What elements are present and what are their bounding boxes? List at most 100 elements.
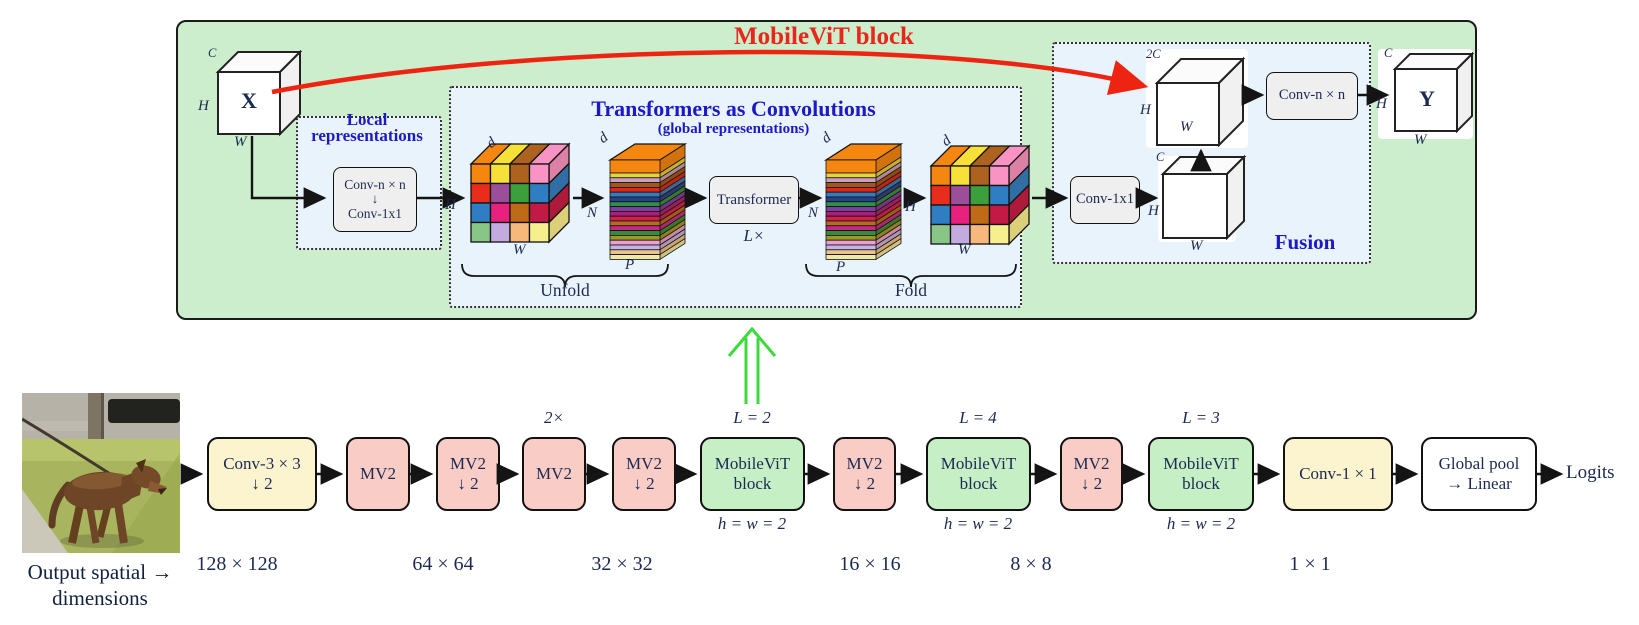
unfolded-patch-stack — [602, 134, 692, 269]
pipeline-block-mobilevit-2: MobileViT block — [926, 437, 1031, 511]
block-label: MobileViT — [1163, 453, 1239, 473]
y-width-label: W — [1414, 132, 1427, 148]
hw-annotation-2: h = w = 2 — [943, 514, 1013, 533]
fusion-c-height-label: H — [1148, 203, 1159, 219]
block-label: ↓ 2 — [633, 474, 655, 493]
input-tensor-cube — [215, 50, 302, 137]
fusion-2c-height-label: H — [1140, 102, 1151, 118]
pipeline-block-mv2-5: MV2 ↓ 2 — [833, 437, 896, 511]
pipeline-block-mv2-1: MV2 — [346, 437, 410, 511]
dog-photo — [21, 393, 180, 553]
repeat-2x-annotation: 2× — [544, 408, 564, 427]
block-label: MV2 — [626, 453, 662, 473]
local-heading-line2: representations — [311, 126, 423, 145]
pipeline-block-mv2-6: MV2 ↓ 2 — [1060, 437, 1123, 511]
block-label: Conv-1 × 1 — [1299, 463, 1377, 483]
pipeline-block-mobilevit-1: MobileViT block — [700, 437, 805, 511]
block-label: block — [959, 474, 998, 493]
leash — [21, 417, 119, 481]
dim-1: 1 × 1 — [1289, 553, 1331, 575]
block-label: MV2 — [536, 463, 572, 483]
block-label: Conv-3 × 3 — [223, 453, 301, 473]
pipeline-block-conv3x3: Conv-3 × 3 ↓ 2 — [207, 437, 317, 511]
transformer-repeat-label: L× — [743, 226, 765, 245]
transformer-box: Transformer — [709, 176, 799, 224]
block-label: ↓ 2 — [853, 474, 876, 493]
global-representations-heading: Transformers as Convolutions — [591, 96, 876, 121]
fusion-c-cube — [1160, 154, 1247, 240]
block-label: → Linear — [1446, 474, 1512, 493]
fusion-heading: Fusion — [1274, 230, 1336, 254]
hw-annotation-3: h = w = 2 — [1166, 514, 1236, 533]
stack1-p-label: P — [625, 257, 635, 273]
fusion-2c-cube — [1154, 56, 1246, 147]
dim-64: 64 × 64 — [412, 553, 474, 575]
fusion-conv-1x1-box: Conv-1x1 — [1070, 176, 1140, 224]
output-tensor-name: Y — [1419, 86, 1435, 111]
dim-32: 32 × 32 — [591, 553, 653, 575]
logits-label: Logits — [1566, 462, 1615, 483]
input-tensor-name: X — [241, 88, 257, 113]
cube2-height-label: H — [905, 199, 916, 215]
y-height-label: H — [1376, 96, 1387, 112]
pipeline-block-mv2-4: MV2 ↓ 2 — [612, 437, 676, 511]
pipeline-block-mv2-3: MV2 — [522, 437, 586, 511]
local-conv-box: Conv-n × n ↓ Conv-1x1 — [333, 167, 417, 232]
pipeline-block-conv1x1: Conv-1 × 1 — [1283, 437, 1393, 511]
dim-8: 8 × 8 — [1010, 553, 1052, 575]
y-channel-label: C — [1384, 46, 1393, 60]
dim-128: 128 × 128 — [196, 553, 278, 575]
hw-annotation-1: h = w = 2 — [717, 514, 787, 533]
output-tensor-cube — [1392, 51, 1475, 134]
fusion-conv-nxn-label: Conv-n × n — [1278, 87, 1346, 104]
local-feature-cube — [465, 140, 577, 253]
local-representations-heading: Local representations — [296, 110, 438, 145]
block-label: block — [1182, 474, 1220, 493]
output-spatial-caption-line2: dimensions — [52, 586, 148, 610]
dim-16: 16 × 16 — [839, 553, 901, 575]
block-label: MV2 — [1073, 453, 1110, 473]
zoom-in-arrow — [727, 326, 777, 404]
folded-feature-cube — [925, 142, 1037, 255]
block-label: ↓ 2 — [251, 474, 273, 493]
fusion-c-width-label: W — [1190, 238, 1203, 254]
stack2-n-label: N — [808, 205, 819, 221]
stack2-p-label: P — [836, 259, 846, 275]
output-spatial-caption-line1: Output spatial → — [27, 560, 173, 584]
block-label: MV2 — [360, 463, 396, 483]
fusion-conv-nxn-box: Conv-n × n — [1266, 72, 1358, 120]
block-label: ↓ 2 — [457, 474, 479, 493]
fusion-2c-width-label: W — [1180, 119, 1193, 135]
local-conv-1x1-label: Conv-1x1 — [348, 205, 402, 221]
x-width-label: W — [234, 134, 247, 150]
local-conv-down-arrow: ↓ — [371, 191, 379, 207]
l4-annotation: L = 4 — [959, 408, 997, 427]
cube1-height-label: H — [445, 197, 456, 213]
cube2-width-label: W — [958, 242, 971, 258]
transformer-label: Transformer — [716, 191, 792, 208]
global-representations-subheading: (global representations) — [657, 121, 810, 137]
x-channel-label: C — [208, 46, 217, 60]
local-heading-line1: Local — [346, 110, 388, 129]
block-label: MV2 — [846, 453, 883, 473]
unfold-label: Unfold — [540, 280, 590, 300]
x-height-label: H — [198, 98, 209, 114]
block-label: Global pool — [1438, 453, 1520, 473]
cube1-width-label: W — [513, 242, 526, 258]
block-label: ↓ 2 — [1080, 474, 1103, 493]
transformed-patch-stack — [818, 134, 908, 269]
fusion-c-channel-label: C — [1156, 150, 1165, 164]
pipeline-block-mobilevit-3: MobileViT block — [1148, 437, 1254, 511]
stack1-n-label: N — [587, 205, 598, 221]
block-label: MV2 — [450, 453, 486, 473]
panel-title: MobileViT block — [734, 23, 914, 50]
pipeline-block-global-pool: Global pool → Linear — [1421, 437, 1537, 511]
fold-label: Fold — [894, 280, 928, 300]
block-label: MobileViT — [714, 453, 791, 473]
pipeline-block-mv2-2: MV2 ↓ 2 — [436, 437, 500, 511]
block-label: block — [733, 474, 772, 493]
input-image — [21, 393, 180, 553]
fusion-conv-1x1-label: Conv-1x1 — [1076, 191, 1134, 208]
l2-annotation: L = 2 — [733, 408, 771, 427]
